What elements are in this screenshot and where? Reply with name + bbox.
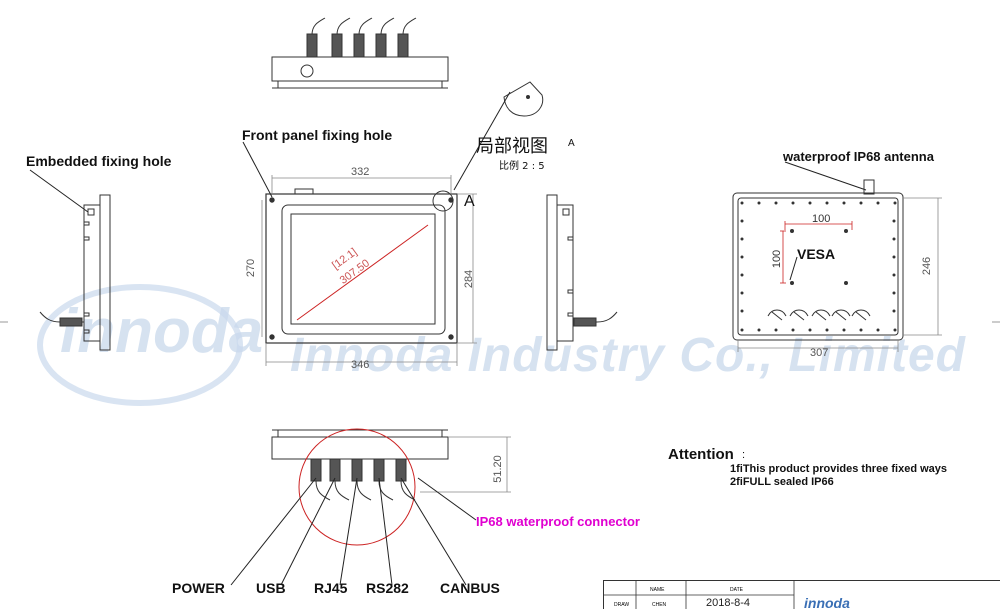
edge-hole <box>740 328 744 332</box>
partial-view-title: 局部视图 <box>476 136 548 157</box>
edge-hole <box>893 201 897 205</box>
title-block: NAME DATE DRAW CHEN 2018-8-4 innoda <box>603 580 1000 611</box>
title-block-name-header: NAME <box>650 587 665 593</box>
back-view <box>732 179 904 341</box>
port-label-canbus: CANBUS <box>440 580 500 596</box>
dim-front-width-outer: 346 <box>351 359 370 371</box>
watermark-logo: innoda <box>60 297 264 366</box>
detail-view-a <box>503 81 544 117</box>
edge-hole <box>892 219 896 223</box>
watermark-swoosh <box>37 284 243 406</box>
edge-hole <box>825 201 829 205</box>
connector-highlight-circle <box>298 428 416 546</box>
edge-hole <box>774 328 778 332</box>
top-cables <box>306 17 417 58</box>
edge-hole <box>757 201 761 205</box>
edge-hole <box>892 255 896 259</box>
vesa-dimension-lines <box>780 221 853 284</box>
edge-hole <box>842 328 846 332</box>
dim-front-width-inner: 332 <box>351 166 370 178</box>
vesa-leader <box>789 256 798 281</box>
label-embedded-fixing-hole: Embedded fixing hole <box>26 153 172 169</box>
right-side-view <box>546 194 618 351</box>
title-block-logo: innoda <box>804 595 850 611</box>
title-block-date-header: DATE <box>730 587 743 593</box>
scale-label: 比例 2 : 5 <box>499 161 545 172</box>
port-label-rs282: RS282 <box>366 580 409 596</box>
dim-back-width: 307 <box>810 347 829 359</box>
edge-hole <box>740 309 744 313</box>
watermark-text: Innoda Industry Co., Limited <box>290 329 966 382</box>
port-label-usb: USB <box>256 580 286 596</box>
detail-circle-a <box>432 190 454 212</box>
back-dimension-lines <box>737 197 942 352</box>
label-vesa: VESA <box>797 246 836 262</box>
edge-hole <box>808 201 812 205</box>
bottom-view <box>271 429 449 501</box>
dim-front-height-inner: 270 <box>245 258 258 278</box>
attention-line-2: 2ﬁFULL sealed IP66 <box>730 476 834 488</box>
edge-hole <box>892 309 896 313</box>
edge-hole <box>740 255 744 259</box>
edge-hole <box>825 328 829 332</box>
edge-hole <box>808 328 812 332</box>
title-block-draw-label: DRAW <box>614 602 630 608</box>
edge-hole <box>740 201 744 205</box>
detail-marker-a: A <box>464 193 475 210</box>
port-label-rj45: RJ45 <box>314 580 348 596</box>
dim-front-height-outer: 284 <box>463 269 476 289</box>
edge-hole <box>740 237 744 241</box>
edge-hole <box>893 328 897 332</box>
edge-hole <box>757 328 761 332</box>
edge-hole <box>740 273 744 277</box>
title-block-draw-date: 2018-8-4 <box>706 597 751 609</box>
edge-hole <box>842 201 846 205</box>
edge-hole <box>859 328 863 332</box>
top-view <box>271 17 449 89</box>
attention-colon: : <box>742 449 746 461</box>
label-connector: IP68 waterproof connector <box>476 514 640 529</box>
depth-dimension-line <box>420 436 511 493</box>
dim-vesa-vertical: 100 <box>771 249 784 269</box>
label-antenna: waterproof IP68 antenna <box>783 149 934 164</box>
edge-hole <box>859 201 863 205</box>
dim-back-height: 246 <box>921 256 934 276</box>
front-dimension-lines <box>261 175 477 366</box>
edge-hole <box>740 219 744 223</box>
back-edge-holes <box>740 201 897 332</box>
edge-hole <box>740 291 744 295</box>
edge-hole <box>876 328 880 332</box>
edge-hole <box>892 273 896 277</box>
attention-title: Attention <box>668 446 734 463</box>
edge-hole <box>774 201 778 205</box>
edge-hole <box>876 201 880 205</box>
vesa-holes <box>790 229 848 285</box>
back-connectors <box>767 309 871 321</box>
port-label-power: POWER <box>172 580 225 596</box>
left-side-view <box>39 194 111 351</box>
attention-line-1: 1ﬁThis product provides three fixed ways <box>730 463 947 475</box>
edge-hole <box>791 201 795 205</box>
partial-view-letter: A <box>568 138 575 149</box>
edge-hole <box>892 237 896 241</box>
edge-hole <box>791 328 795 332</box>
dim-vesa-horizontal: 100 <box>812 213 831 225</box>
dim-depth: 51.20 <box>491 455 504 483</box>
label-front-panel-fixing-hole: Front panel fixing hole <box>242 127 393 143</box>
title-block-draw-name: CHEN <box>652 602 667 608</box>
port-leader-lines <box>230 477 477 586</box>
leader-lines <box>29 91 867 213</box>
edge-hole <box>892 291 896 295</box>
